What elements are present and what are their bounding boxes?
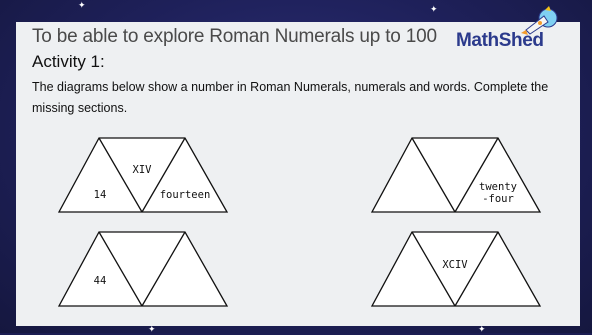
star-icon: ✦ xyxy=(78,1,86,11)
words-field[interactable]: fourteen xyxy=(160,189,211,201)
divider-line xyxy=(98,231,143,307)
instructions-text: The diagrams below show a number in Roma… xyxy=(32,80,549,115)
star-icon: ✦ xyxy=(430,5,438,15)
mathshed-logo: MathShed xyxy=(456,6,566,52)
diagram-forty-four: 44 xyxy=(57,231,229,307)
star-icon: ✦ xyxy=(148,325,156,335)
trapezoid-outline xyxy=(57,137,229,213)
divider-line xyxy=(411,231,456,307)
diagram-fourteen: 14 XIV fourteen xyxy=(57,137,229,213)
divider-line xyxy=(454,231,499,307)
activity-heading: Activity 1: xyxy=(32,52,105,71)
divider-line xyxy=(454,137,499,213)
star-icon: ✦ xyxy=(478,325,486,335)
numeral-field[interactable]: 44 xyxy=(94,275,107,287)
trapezoid-outline xyxy=(370,231,542,307)
trapezoid-outline xyxy=(57,231,229,307)
divider-line xyxy=(141,231,186,307)
logo-text: MathShed xyxy=(456,30,544,51)
trapezoid-outline xyxy=(370,137,542,213)
diagram-twenty-four: twenty -four xyxy=(370,137,542,213)
rocket-icon xyxy=(521,6,558,35)
page-title: To be able to explore Roman Numerals up … xyxy=(32,26,437,47)
divider-line xyxy=(98,137,143,213)
diagram-ninety-four: XCIV xyxy=(370,231,542,307)
numeral-field[interactable]: 14 xyxy=(94,189,107,201)
divider-line xyxy=(411,137,456,213)
words-field-line2[interactable]: -four xyxy=(482,193,514,205)
divider-line xyxy=(141,137,186,213)
roman-numeral-field[interactable]: XIV xyxy=(133,164,153,176)
roman-numeral-field[interactable]: XCIV xyxy=(442,259,468,271)
words-field-line1[interactable]: twenty xyxy=(479,181,517,193)
